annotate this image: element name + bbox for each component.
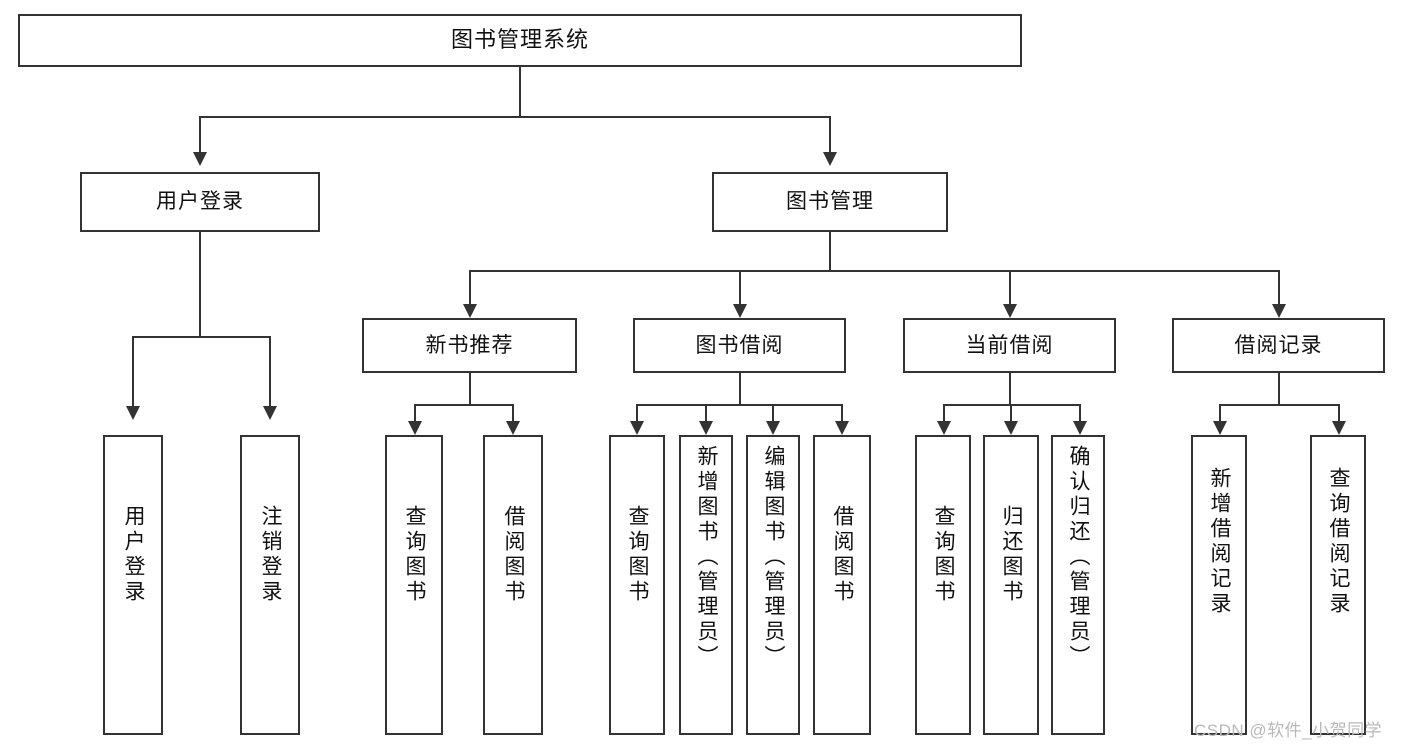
node-leaf-query-book-1[interactable]: 查询图书 xyxy=(385,435,443,735)
connector-book-borrow-drop-2 xyxy=(705,404,707,421)
connector-new-book-rec-drop-2 xyxy=(512,404,514,421)
arrow-to-current-borrow xyxy=(1003,304,1017,318)
node-label: 当前借阅 xyxy=(965,333,1054,357)
node-leaf-add-book[interactable]: 新增图书（管理员） xyxy=(679,435,733,735)
node-book-borrow[interactable]: 图书借阅 xyxy=(633,318,846,373)
node-label: 查询借阅记录 xyxy=(1327,467,1351,617)
connector-user-login-stem xyxy=(199,232,201,337)
connector-book-borrow-stem xyxy=(739,373,741,405)
arrow-to-leaf-query-record xyxy=(1332,421,1346,435)
arrow-to-leaf-add-book xyxy=(699,421,713,435)
connector-root-stem xyxy=(519,67,521,117)
arrow-to-leaf-logout xyxy=(263,406,277,420)
connector-borrow-record-bus xyxy=(1219,404,1339,406)
connector-borrow-record-stem xyxy=(1278,373,1280,405)
connector-book-manage-stem xyxy=(829,232,831,271)
connector-user-login-bus xyxy=(132,336,269,338)
node-label: 用户登录 xyxy=(122,505,146,605)
node-leaf-query-record[interactable]: 查询借阅记录 xyxy=(1310,435,1366,735)
node-label: 新增借阅记录 xyxy=(1208,467,1232,617)
node-leaf-edit-book[interactable]: 编辑图书（管理员） xyxy=(746,435,800,735)
arrow-to-leaf-user-login xyxy=(126,406,140,420)
connector-current-borrow-drop-2 xyxy=(1010,404,1012,421)
node-leaf-borrow-book-2[interactable]: 借阅图书 xyxy=(813,435,871,735)
connector-book-borrow-drop-1 xyxy=(636,404,638,421)
node-label: 新书推荐 xyxy=(425,333,514,357)
node-leaf-confirm-return[interactable]: 确认归还（管理员） xyxy=(1051,435,1105,735)
connector-borrow-record-drop-1 xyxy=(1219,404,1221,421)
connector-level3-drop-2 xyxy=(739,270,741,304)
arrow-to-user-login xyxy=(193,152,207,166)
node-book-manage[interactable]: 图书管理 xyxy=(712,172,948,232)
arrow-to-book-manage xyxy=(823,152,837,166)
connector-level2-bus xyxy=(199,116,831,118)
connector-level3-drop-3 xyxy=(1009,270,1011,304)
arrow-to-leaf-edit-book xyxy=(766,421,780,435)
node-leaf-user-login[interactable]: 用户登录 xyxy=(103,435,163,735)
node-user-login[interactable]: 用户登录 xyxy=(80,172,320,232)
node-borrow-record[interactable]: 借阅记录 xyxy=(1172,318,1385,373)
arrow-to-book-borrow xyxy=(733,304,747,318)
node-label: 用户登录 xyxy=(156,190,244,214)
node-current-borrow[interactable]: 当前借阅 xyxy=(903,318,1116,373)
connector-level2-right-drop xyxy=(829,116,831,152)
node-label: 确认归还（管理员） xyxy=(1067,445,1091,670)
node-leaf-add-record[interactable]: 新增借阅记录 xyxy=(1191,435,1247,735)
connector-new-book-rec-bus xyxy=(414,404,514,406)
node-label: 注销登录 xyxy=(259,505,283,605)
node-label: 借阅图书 xyxy=(831,505,855,605)
connector-book-borrow-drop-3 xyxy=(772,404,774,421)
arrow-to-leaf-confirm-return xyxy=(1073,421,1087,435)
node-label: 新增图书（管理员） xyxy=(695,445,719,670)
node-label: 查询图书 xyxy=(626,505,650,605)
connector-level3-drop-4 xyxy=(1278,270,1280,304)
node-label: 编辑图书（管理员） xyxy=(762,445,786,670)
node-root-system[interactable]: 图书管理系统 xyxy=(18,14,1022,67)
node-label: 图书管理系统 xyxy=(450,27,589,53)
arrow-to-leaf-return-book xyxy=(1004,421,1018,435)
node-leaf-query-book-2[interactable]: 查询图书 xyxy=(609,435,665,735)
node-leaf-logout[interactable]: 注销登录 xyxy=(240,435,300,735)
arrow-to-leaf-borrow-book-2 xyxy=(835,421,849,435)
connector-new-book-rec-drop-1 xyxy=(414,404,416,421)
node-label: 借阅记录 xyxy=(1234,333,1323,357)
connector-level3-drop-1 xyxy=(469,270,471,304)
connector-new-book-rec-stem xyxy=(469,373,471,405)
connector-user-login-drop-2 xyxy=(269,336,271,406)
connector-current-borrow-drop-3 xyxy=(1079,404,1081,421)
csdn-watermark: CSDN @软件_小贺同学 xyxy=(1194,721,1383,740)
node-label: 查询图书 xyxy=(932,505,956,605)
arrow-to-borrow-record xyxy=(1272,304,1286,318)
node-leaf-return-book[interactable]: 归还图书 xyxy=(983,435,1039,735)
arrow-to-leaf-query-book-1 xyxy=(408,421,422,435)
node-leaf-borrow-book-1[interactable]: 借阅图书 xyxy=(483,435,543,735)
node-label: 查询图书 xyxy=(403,505,427,605)
arrow-to-leaf-query-book-2 xyxy=(630,421,644,435)
connector-book-borrow-bus xyxy=(636,404,843,406)
node-label: 图书管理 xyxy=(786,190,874,214)
node-leaf-query-book-3[interactable]: 查询图书 xyxy=(915,435,971,735)
connector-current-borrow-drop-1 xyxy=(943,404,945,421)
arrow-to-leaf-borrow-book-1 xyxy=(506,421,520,435)
node-label: 借阅图书 xyxy=(502,505,526,605)
connector-level3-bus xyxy=(469,270,1279,272)
connector-current-borrow-stem xyxy=(1009,373,1011,405)
arrow-to-leaf-query-book-3 xyxy=(937,421,951,435)
connector-user-login-drop-1 xyxy=(132,336,134,406)
connector-book-borrow-drop-4 xyxy=(841,404,843,421)
node-label: 图书借阅 xyxy=(695,333,784,357)
arrow-to-new-book-rec xyxy=(463,304,477,318)
connector-level2-left-drop xyxy=(199,116,201,152)
arrow-to-leaf-add-record xyxy=(1213,421,1227,435)
node-new-book-rec[interactable]: 新书推荐 xyxy=(362,318,577,373)
node-label: 归还图书 xyxy=(1000,505,1024,605)
connector-borrow-record-drop-2 xyxy=(1338,404,1340,421)
